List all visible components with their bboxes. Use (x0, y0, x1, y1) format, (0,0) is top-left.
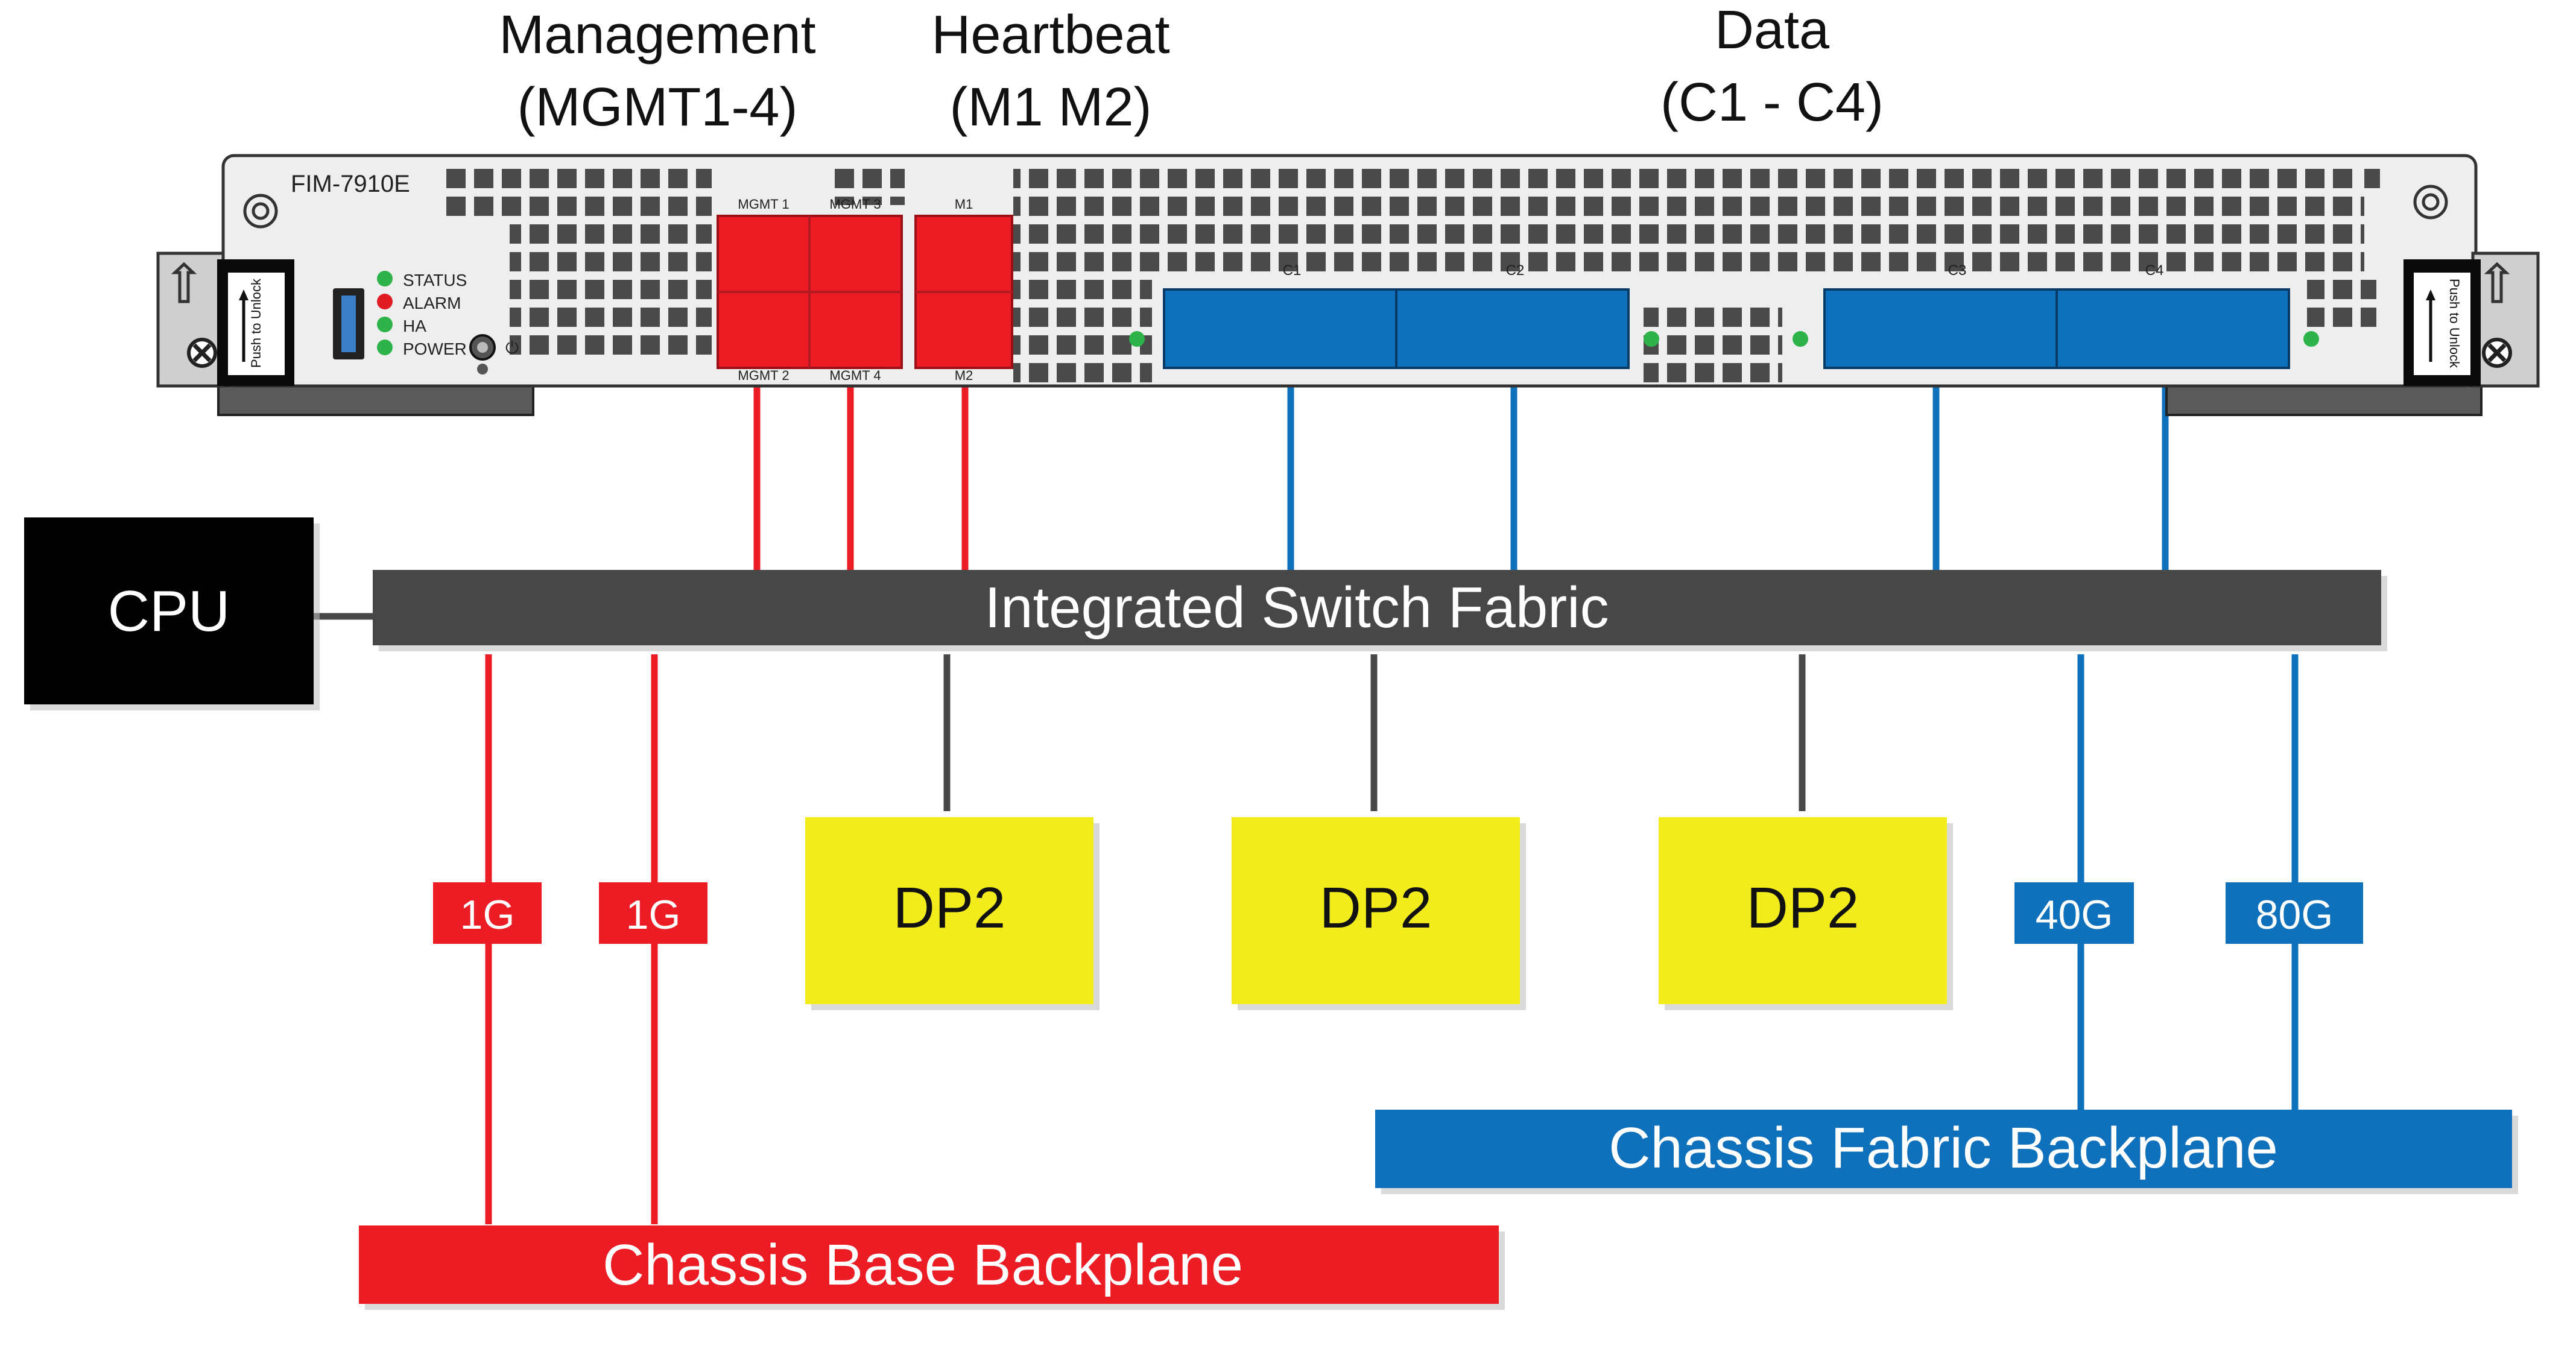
data-port-led (2303, 331, 2319, 347)
dp2-label: DP2 (893, 876, 1006, 940)
cpu-label: CPU (108, 579, 230, 643)
dp2-label: DP2 (1747, 876, 1859, 940)
heading-management-line2: (MGMT1-4) (517, 77, 798, 138)
heading-heartbeat-line1: Heartbeat (931, 5, 1169, 65)
speed-label-40g: 40G (2014, 882, 2134, 944)
port-c3-label: C3 (1948, 262, 1967, 279)
dp2-block: DP2 (1232, 817, 1526, 1010)
vent-grid (1846, 191, 2364, 274)
vent-grid (1013, 191, 1846, 274)
port-mgmt4-label: MGMT 4 (829, 368, 881, 383)
arrow-up-icon (2484, 262, 2510, 303)
left-rail (217, 385, 534, 416)
vent-grid (1644, 302, 1782, 385)
ha-led (377, 317, 393, 332)
power-led-label: POWER (403, 340, 467, 358)
port-mgmt2-label: MGMT 2 (738, 368, 789, 383)
left-latch[interactable]: Push to Unlock (156, 251, 294, 388)
heading-heartbeat: Heartbeat (M1 M2) (931, 5, 1169, 138)
speed-label-text: 1G (626, 892, 681, 938)
fabric-backplane-label: Chassis Fabric Backplane (1609, 1116, 2278, 1180)
alarm-led (377, 294, 393, 309)
alarm-led-label: ALARM (403, 294, 461, 312)
model-label: FIM-7910E (291, 171, 410, 197)
mgmt-ports: MGMT 1 MGMT 3 MGMT 2 MGMT 4 (717, 197, 903, 383)
heading-data: Data (C1 - C4) (1660, 0, 1884, 133)
power-button[interactable]: ⏻ (469, 334, 519, 375)
chassis-base-backplane: Chassis Base Backplane (359, 1225, 1505, 1310)
heading-heartbeat-line2: (M1 M2) (950, 77, 1152, 138)
panel-screw-left (243, 194, 278, 229)
connector-lines (314, 365, 2299, 1224)
status-leds: STATUS ALARM HA POWER (377, 271, 467, 358)
data-port-led (1644, 331, 1659, 347)
vent-grid (446, 163, 712, 218)
speed-label-text: 1G (460, 892, 515, 938)
speed-label-1g: 1G (433, 882, 542, 944)
chassis-fabric-backplane: Chassis Fabric Backplane (1375, 1110, 2518, 1194)
port-c4-label: C4 (2145, 262, 2164, 279)
port-m2-label: M2 (955, 368, 973, 383)
dp2-block: DP2 (805, 817, 1100, 1010)
left-latch-label: Push to Unlock (248, 278, 264, 368)
data-port-led (1793, 331, 1808, 347)
right-latch[interactable]: Push to Unlock (2404, 251, 2540, 388)
switch-fabric-bar: Integrated Switch Fabric (373, 570, 2387, 651)
status-led (377, 271, 393, 286)
vent-grid (1013, 274, 1152, 385)
fim-7910e-faceplate: FIM-7910E STATUS ALARM HA POWER (156, 154, 2540, 416)
vent-grid (832, 163, 905, 205)
speed-label-text: 80G (2256, 892, 2334, 938)
arrow-up-icon (171, 262, 197, 303)
speed-label-text: 40G (2036, 892, 2113, 938)
panel-screw-right (2413, 185, 2448, 220)
base-backplane-label: Chassis Base Backplane (603, 1233, 1243, 1297)
heading-data-line1: Data (1715, 0, 1830, 60)
right-latch-label: Push to Unlock (2447, 279, 2462, 368)
vent-grid (2307, 274, 2376, 329)
cpu-block: CPU (24, 517, 320, 710)
dp2-label: DP2 (1320, 876, 1432, 940)
ha-led-label: HA (403, 317, 426, 335)
status-led-label: STATUS (403, 271, 467, 289)
data-ports-c1-c2: C1 C2 (1129, 262, 1659, 369)
switch-fabric-label: Integrated Switch Fabric (984, 575, 1609, 640)
heading-management-line1: Management (499, 5, 815, 65)
usb-port[interactable] (333, 288, 364, 359)
vent-grid (2364, 163, 2382, 191)
data-port-led (1129, 331, 1145, 347)
port-m1-label: M1 (955, 197, 973, 212)
heartbeat-ports: M1 M2 (914, 197, 1013, 383)
port-c1-label: C1 (1283, 262, 1302, 279)
right-rail (2165, 385, 2483, 416)
power-led (377, 340, 393, 355)
vent-grid (1013, 163, 2352, 191)
speed-label-1g: 1G (599, 882, 707, 944)
heading-data-line2: (C1 - C4) (1660, 72, 1884, 133)
vent-grid (510, 218, 712, 363)
port-mgmt3-label: MGMT 3 (829, 197, 881, 212)
heading-management: Management (MGMT1-4) (499, 5, 815, 138)
port-mgmt1-label: MGMT 1 (738, 197, 789, 212)
data-ports-c3-c4: C3 C4 (1793, 262, 2319, 369)
power-icon: ⏻ (505, 338, 519, 357)
speed-label-80g: 80G (2226, 882, 2363, 944)
port-c2-label: C2 (1506, 262, 1525, 279)
dp2-block: DP2 (1659, 817, 1953, 1010)
